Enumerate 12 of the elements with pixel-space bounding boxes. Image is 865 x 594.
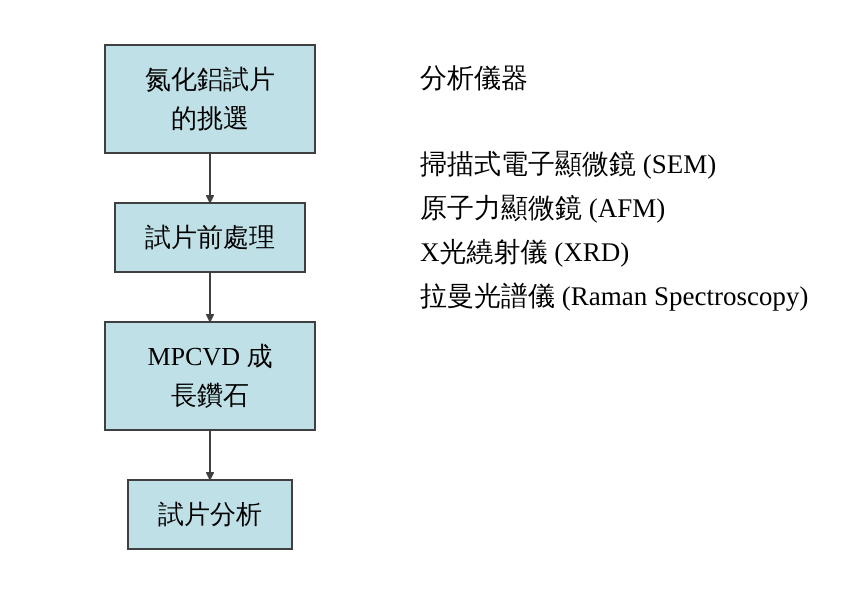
arrow [206, 272, 214, 322]
node-box: MPCVD 成長鑽石 [104, 321, 316, 431]
node-box: 試片前處理 [114, 202, 306, 273]
instrument-item: X光繞射儀 (XRD) [420, 236, 630, 269]
arrow [206, 430, 214, 480]
arrow [206, 153, 214, 204]
instrument-item: 拉曼光譜儀 (Raman Spectroscopy) [420, 280, 808, 313]
instrument-item: 原子力顯微鏡 (AFM) [420, 192, 666, 225]
node-box: 氮化鋁試片的挑選 [104, 44, 316, 154]
heading-text: 分析儀器 [420, 62, 529, 95]
node-box: 試片分析 [127, 479, 293, 550]
instrument-item: 掃描式電子顯微鏡 (SEM) [420, 148, 718, 181]
